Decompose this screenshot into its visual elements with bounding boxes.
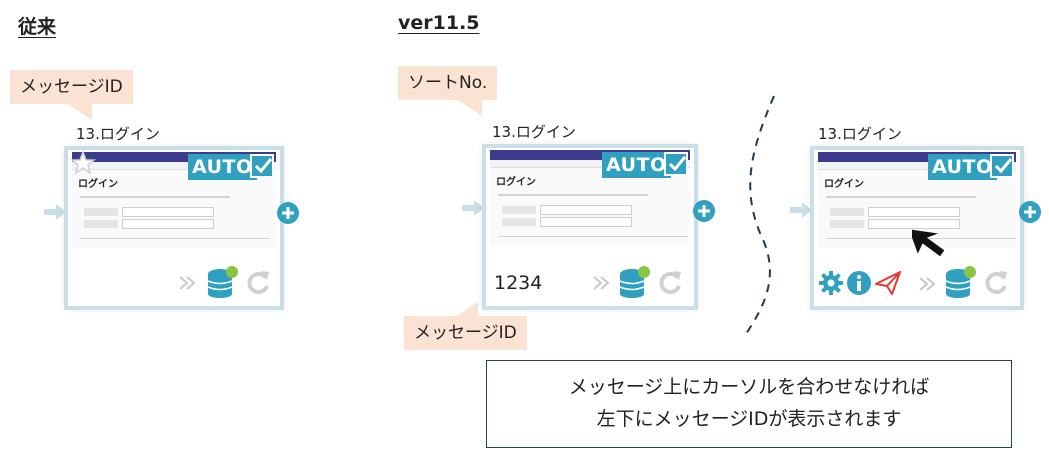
divider-line [745, 95, 775, 335]
step-title: 13.ログイン [492, 123, 576, 141]
message-card[interactable]: ログイン AUTO [810, 146, 1024, 310]
refresh-icon[interactable] [244, 268, 272, 296]
check-icon[interactable] [990, 154, 1014, 178]
check-icon[interactable] [250, 154, 274, 178]
message-card[interactable]: ログイン AUTO [64, 146, 284, 310]
cursor-icon [912, 229, 945, 257]
refresh-icon[interactable] [656, 268, 684, 296]
note-line-1: メッセージ上にカーソルを合わせなければ [568, 376, 930, 398]
message-card[interactable]: ログイン AUTO 1234 [482, 144, 698, 310]
gear-icon[interactable] [818, 270, 844, 296]
note-line-2: 左下にメッセージIDが表示されます [596, 408, 902, 430]
arrow-right-icon [790, 202, 812, 218]
step-title: 13.ログイン [818, 125, 902, 143]
callout-message-id: メッセージID [10, 70, 133, 120]
forward-icon [179, 276, 196, 290]
info-icon[interactable] [846, 270, 872, 296]
database-icon [619, 266, 650, 298]
plus-circle-icon[interactable] [692, 199, 716, 223]
forward-icon [919, 277, 936, 291]
check-icon[interactable] [664, 152, 688, 176]
callout-tail [456, 302, 478, 316]
refresh-icon[interactable] [982, 268, 1010, 296]
callout-label: メッセージID [414, 323, 517, 343]
database-icon [945, 266, 976, 298]
thumbnail-title: ログイン [78, 179, 118, 190]
send-icon[interactable] [874, 270, 902, 296]
arrow-right-icon [462, 200, 484, 216]
callout-tail [458, 100, 482, 116]
step-title: 13.ログイン [76, 125, 160, 143]
arrow-right-icon [44, 204, 66, 220]
callout-message-id-bottom: メッセージID [404, 302, 527, 350]
plus-circle-icon[interactable] [276, 201, 300, 225]
heading-after: ver11.5 [398, 12, 480, 34]
message-id-label: 1234 [494, 272, 543, 294]
thumbnail-title: ログイン [824, 179, 864, 190]
auto-badge: AUTO [188, 154, 257, 180]
callout-sort-no: ソートNo. [398, 66, 498, 116]
heading-before: 従来 [18, 16, 57, 38]
note-box: メッセージ上にカーソルを合わせなければ 左下にメッセージIDが表示されます [486, 360, 1012, 448]
callout-tail [68, 104, 92, 120]
auto-badge: AUTO [928, 154, 997, 180]
star-icon[interactable] [70, 150, 96, 176]
plus-circle-icon[interactable] [1018, 200, 1042, 224]
callout-label: ソートNo. [408, 73, 488, 93]
database-icon [207, 266, 238, 298]
thumbnail-title: ログイン [496, 177, 536, 188]
forward-icon [593, 276, 610, 290]
callout-label: メッセージID [20, 77, 123, 97]
auto-badge: AUTO [602, 152, 671, 178]
